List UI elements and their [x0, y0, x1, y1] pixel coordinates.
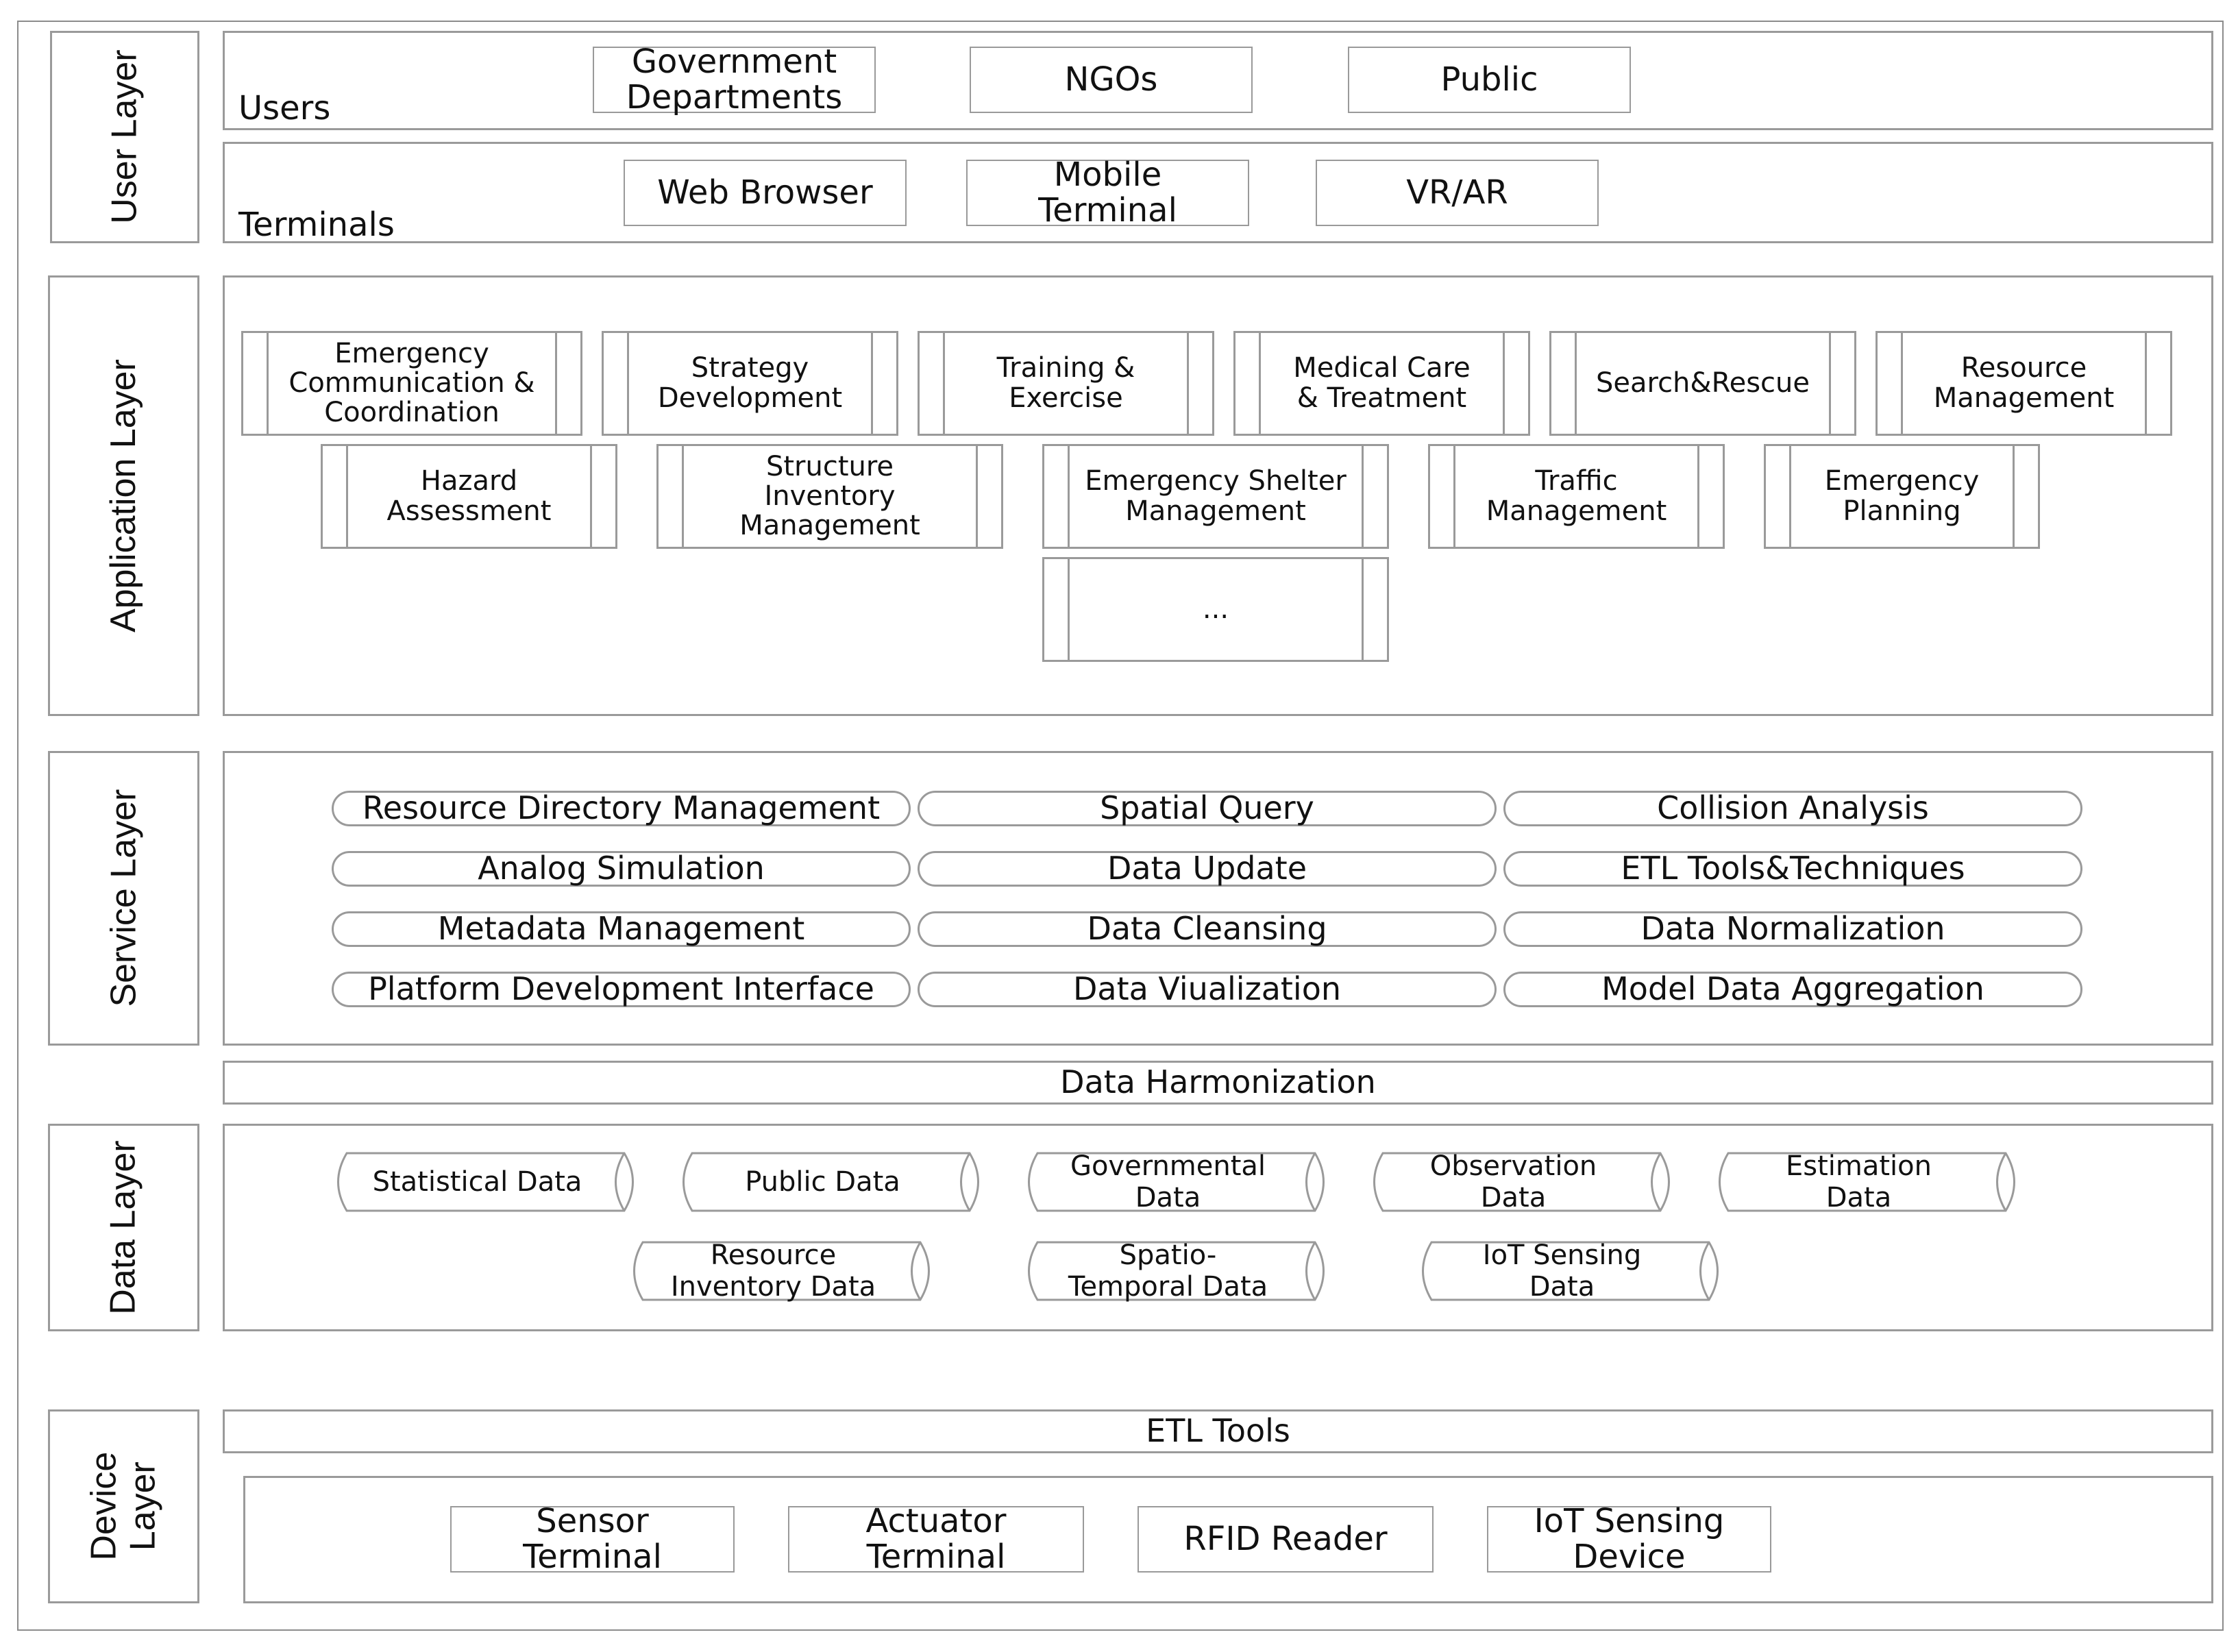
diagram-frame	[17, 21, 2224, 1631]
user-government-departments: Government Departments	[593, 44, 876, 114]
app-more: ...	[1042, 557, 1389, 662]
data-observation: Observation Data	[1368, 1150, 1680, 1213]
data-public: Public Data	[677, 1151, 989, 1213]
user-ngos: NGOs	[970, 47, 1253, 113]
user-public: Public	[1348, 47, 1631, 113]
service-data-update: Data Update	[918, 851, 1497, 887]
terminal-web-browser: Web Browser	[624, 160, 907, 226]
service-layer-label: Service Layer	[48, 751, 199, 1046]
data-resource-inventory: Resource Inventory Data	[628, 1240, 939, 1303]
device-sensor-terminal: Sensor Terminal	[450, 1503, 735, 1574]
app-medical-care: Medical Care & Treatment	[1233, 331, 1530, 436]
service-collision-analysis: Collision Analysis	[1503, 791, 2082, 826]
service-model-data-aggregation: Model Data Aggregation	[1503, 972, 2082, 1007]
app-structure-inventory: Structure Inventory Management	[656, 444, 1003, 549]
data-spatio-temporal: Spatio- Temporal Data	[1022, 1240, 1334, 1303]
service-data-visualization: Data Viualization	[918, 972, 1497, 1007]
terminals-label: Terminals	[238, 206, 395, 244]
service-spatial-query: Spatial Query	[918, 791, 1497, 826]
service-metadata-management: Metadata Management	[332, 911, 911, 947]
service-data-cleansing: Data Cleansing	[918, 911, 1497, 947]
data-governmental: Governmental Data	[1022, 1150, 1334, 1213]
app-hazard-assessment: Hazard Assessment	[321, 444, 617, 549]
data-estimation: Estimation Data	[1713, 1150, 2025, 1213]
app-emergency-communication: Emergency Communication & Coordination	[241, 331, 582, 436]
terminal-mobile: Mobile Terminal	[966, 157, 1249, 227]
service-etl-tools-techniques: ETL Tools&Techniques	[1503, 851, 2082, 887]
device-rfid-reader: RFID Reader	[1138, 1506, 1434, 1573]
service-platform-development-interface: Platform Development Interface	[332, 972, 911, 1007]
app-training-exercise: Training & Exercise	[918, 331, 1214, 436]
app-emergency-shelter: Emergency Shelter Management	[1042, 444, 1389, 549]
service-analog-simulation: Analog Simulation	[332, 851, 911, 887]
device-iot-sensing-device: IoT Sensing Device	[1487, 1503, 1771, 1574]
data-iot-sensing: IoT Sensing Data	[1416, 1240, 1728, 1303]
app-resource-management: Resource Management	[1876, 331, 2172, 436]
service-layer-panel	[223, 751, 2213, 1046]
app-strategy-development: Strategy Development	[602, 331, 898, 436]
data-statistical: Statistical Data	[332, 1151, 643, 1213]
user-layer-label: User Layer	[50, 31, 199, 243]
service-data-normalization: Data Normalization	[1503, 911, 2082, 947]
users-label: Users	[238, 89, 331, 127]
etl-tools-bar: ETL Tools	[223, 1409, 2213, 1453]
application-layer-panel	[223, 275, 2213, 716]
terminal-vr-ar: VR/AR	[1316, 160, 1599, 226]
application-layer-label: Application Layer	[48, 275, 199, 716]
data-layer-label: Data Layer	[48, 1124, 199, 1331]
data-harmonization-bar: Data Harmonization	[223, 1061, 2213, 1105]
app-search-rescue: Search&Rescue	[1549, 331, 1856, 436]
service-resource-directory-management: Resource Directory Management	[332, 791, 911, 826]
app-emergency-planning: Emergency Planning	[1764, 444, 2040, 549]
device-actuator-terminal: Actuator Terminal	[788, 1503, 1084, 1574]
app-traffic-management: Traffic Management	[1428, 444, 1725, 549]
device-layer-label: Device Layer	[48, 1409, 199, 1603]
